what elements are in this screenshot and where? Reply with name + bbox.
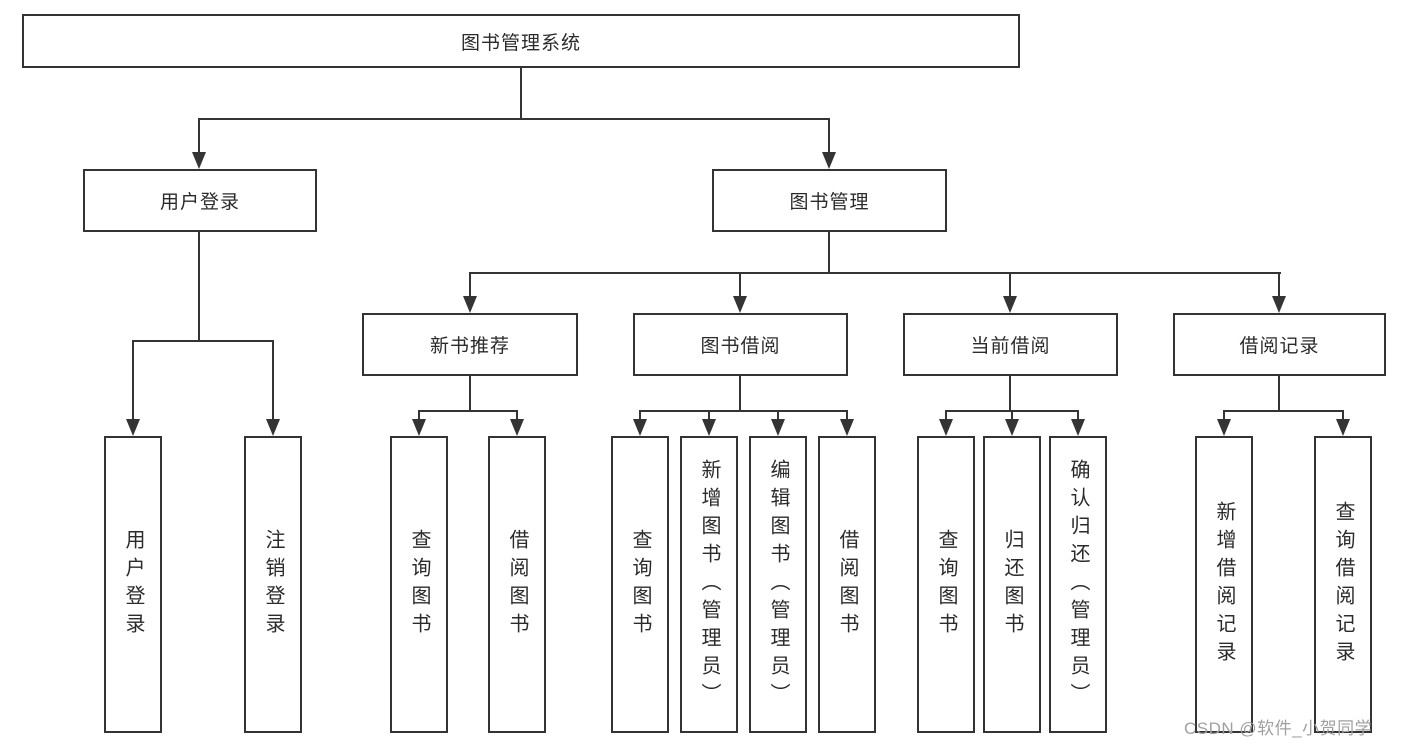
connector-line	[639, 410, 848, 412]
leaf-borrow-books: 借阅图书	[818, 436, 876, 733]
arrowhead-down-icon	[1217, 419, 1231, 436]
leaf-add-borrow-record: 新增借阅记录	[1195, 436, 1253, 733]
connector-line	[739, 272, 741, 297]
connector-line	[469, 272, 1281, 274]
node-label: 图书借阅	[700, 336, 781, 357]
leaf-query-books-current: 查询图书	[917, 436, 975, 733]
node-label: 新书推荐	[429, 336, 510, 357]
arrowhead-down-icon	[822, 152, 836, 169]
arrowhead-down-icon	[1272, 296, 1286, 313]
connector-line	[418, 410, 420, 420]
connector-line	[520, 68, 522, 118]
connector-line	[516, 410, 518, 420]
arrowhead-down-icon	[939, 419, 953, 436]
connector-line	[777, 410, 779, 420]
connector-line	[198, 118, 200, 153]
leaf-query-books-borrow: 查询图书	[611, 436, 669, 733]
leaf-return-books: 归还图书	[983, 436, 1041, 733]
connector-line	[272, 340, 274, 420]
node-borrow-records: 借阅记录	[1173, 313, 1386, 376]
arrowhead-down-icon	[1005, 419, 1019, 436]
connector-line	[708, 410, 710, 420]
connector-line	[469, 272, 471, 297]
connector-line	[469, 376, 471, 410]
arrowhead-down-icon	[633, 419, 647, 436]
leaf-label: 查询借阅记录	[1332, 500, 1354, 669]
connector-line	[828, 118, 830, 153]
arrowhead-down-icon	[266, 419, 280, 436]
connector-line	[418, 410, 518, 412]
node-library-system: 图书管理系统	[22, 14, 1020, 68]
leaf-query-books-recommend: 查询图书	[390, 436, 448, 733]
node-label: 用户登录	[159, 192, 240, 213]
node-book-borrow: 图书借阅	[633, 313, 848, 376]
leaf-user-login: 用户登录	[104, 436, 162, 733]
node-user-login: 用户登录	[83, 169, 317, 232]
leaf-label: 查询图书	[408, 528, 430, 641]
arrowhead-down-icon	[463, 296, 477, 313]
node-label: 图书管理系统	[460, 32, 581, 54]
leaf-label: 注销登录	[262, 528, 284, 641]
arrowhead-down-icon	[412, 419, 426, 436]
leaf-label: 确认归还（管理员）	[1067, 458, 1089, 711]
leaf-label: 借阅图书	[506, 528, 528, 641]
node-label: 借阅记录	[1239, 336, 1320, 357]
connector-line	[198, 118, 830, 120]
leaf-label: 借阅图书	[836, 528, 858, 641]
connector-line	[828, 232, 830, 272]
leaf-label: 归还图书	[1001, 528, 1023, 641]
leaf-edit-books-admin: 编辑图书（管理员）	[749, 436, 807, 733]
arrowhead-down-icon	[771, 419, 785, 436]
connector-line	[1278, 376, 1280, 410]
leaf-label: 用户登录	[122, 528, 144, 641]
connector-line	[739, 376, 741, 410]
csdn-watermark: CSDN @软件_小贺同学	[1184, 719, 1373, 738]
connector-line	[1009, 272, 1011, 297]
connector-line	[132, 340, 134, 420]
leaf-label: 编辑图书（管理员）	[767, 458, 789, 711]
node-book-management: 图书管理	[712, 169, 947, 232]
connector-line	[1342, 410, 1344, 420]
leaf-label: 查询图书	[629, 528, 651, 641]
connector-line	[945, 410, 947, 420]
connector-line	[1223, 410, 1344, 412]
node-label: 当前借阅	[970, 336, 1051, 357]
leaf-logout: 注销登录	[244, 436, 302, 733]
node-current-borrow: 当前借阅	[903, 313, 1118, 376]
leaf-add-books-admin: 新增图书（管理员）	[680, 436, 738, 733]
connector-line	[1009, 376, 1011, 410]
arrowhead-down-icon	[840, 419, 854, 436]
arrowhead-down-icon	[1071, 419, 1085, 436]
arrowhead-down-icon	[126, 419, 140, 436]
leaf-confirm-return-admin: 确认归还（管理员）	[1049, 436, 1107, 733]
arrowhead-down-icon	[510, 419, 524, 436]
arrowhead-down-icon	[733, 296, 747, 313]
connector-line	[198, 232, 200, 340]
connector-line	[132, 340, 274, 342]
arrowhead-down-icon	[192, 152, 206, 169]
leaf-label: 查询图书	[935, 528, 957, 641]
connector-line	[1278, 272, 1280, 297]
connector-line	[846, 410, 848, 420]
leaf-borrow-books-recommend: 借阅图书	[488, 436, 546, 733]
arrowhead-down-icon	[702, 419, 716, 436]
node-new-book-recommend: 新书推荐	[362, 313, 578, 376]
arrowhead-down-icon	[1003, 296, 1017, 313]
connector-line	[1223, 410, 1225, 420]
connector-line	[1011, 410, 1013, 420]
leaf-query-borrow-record: 查询借阅记录	[1314, 436, 1372, 733]
connector-line	[639, 410, 641, 420]
leaf-label: 新增借阅记录	[1213, 500, 1235, 669]
connector-line	[1077, 410, 1079, 420]
leaf-label: 新增图书（管理员）	[698, 458, 720, 711]
arrowhead-down-icon	[1336, 419, 1350, 436]
node-label: 图书管理	[789, 192, 870, 213]
